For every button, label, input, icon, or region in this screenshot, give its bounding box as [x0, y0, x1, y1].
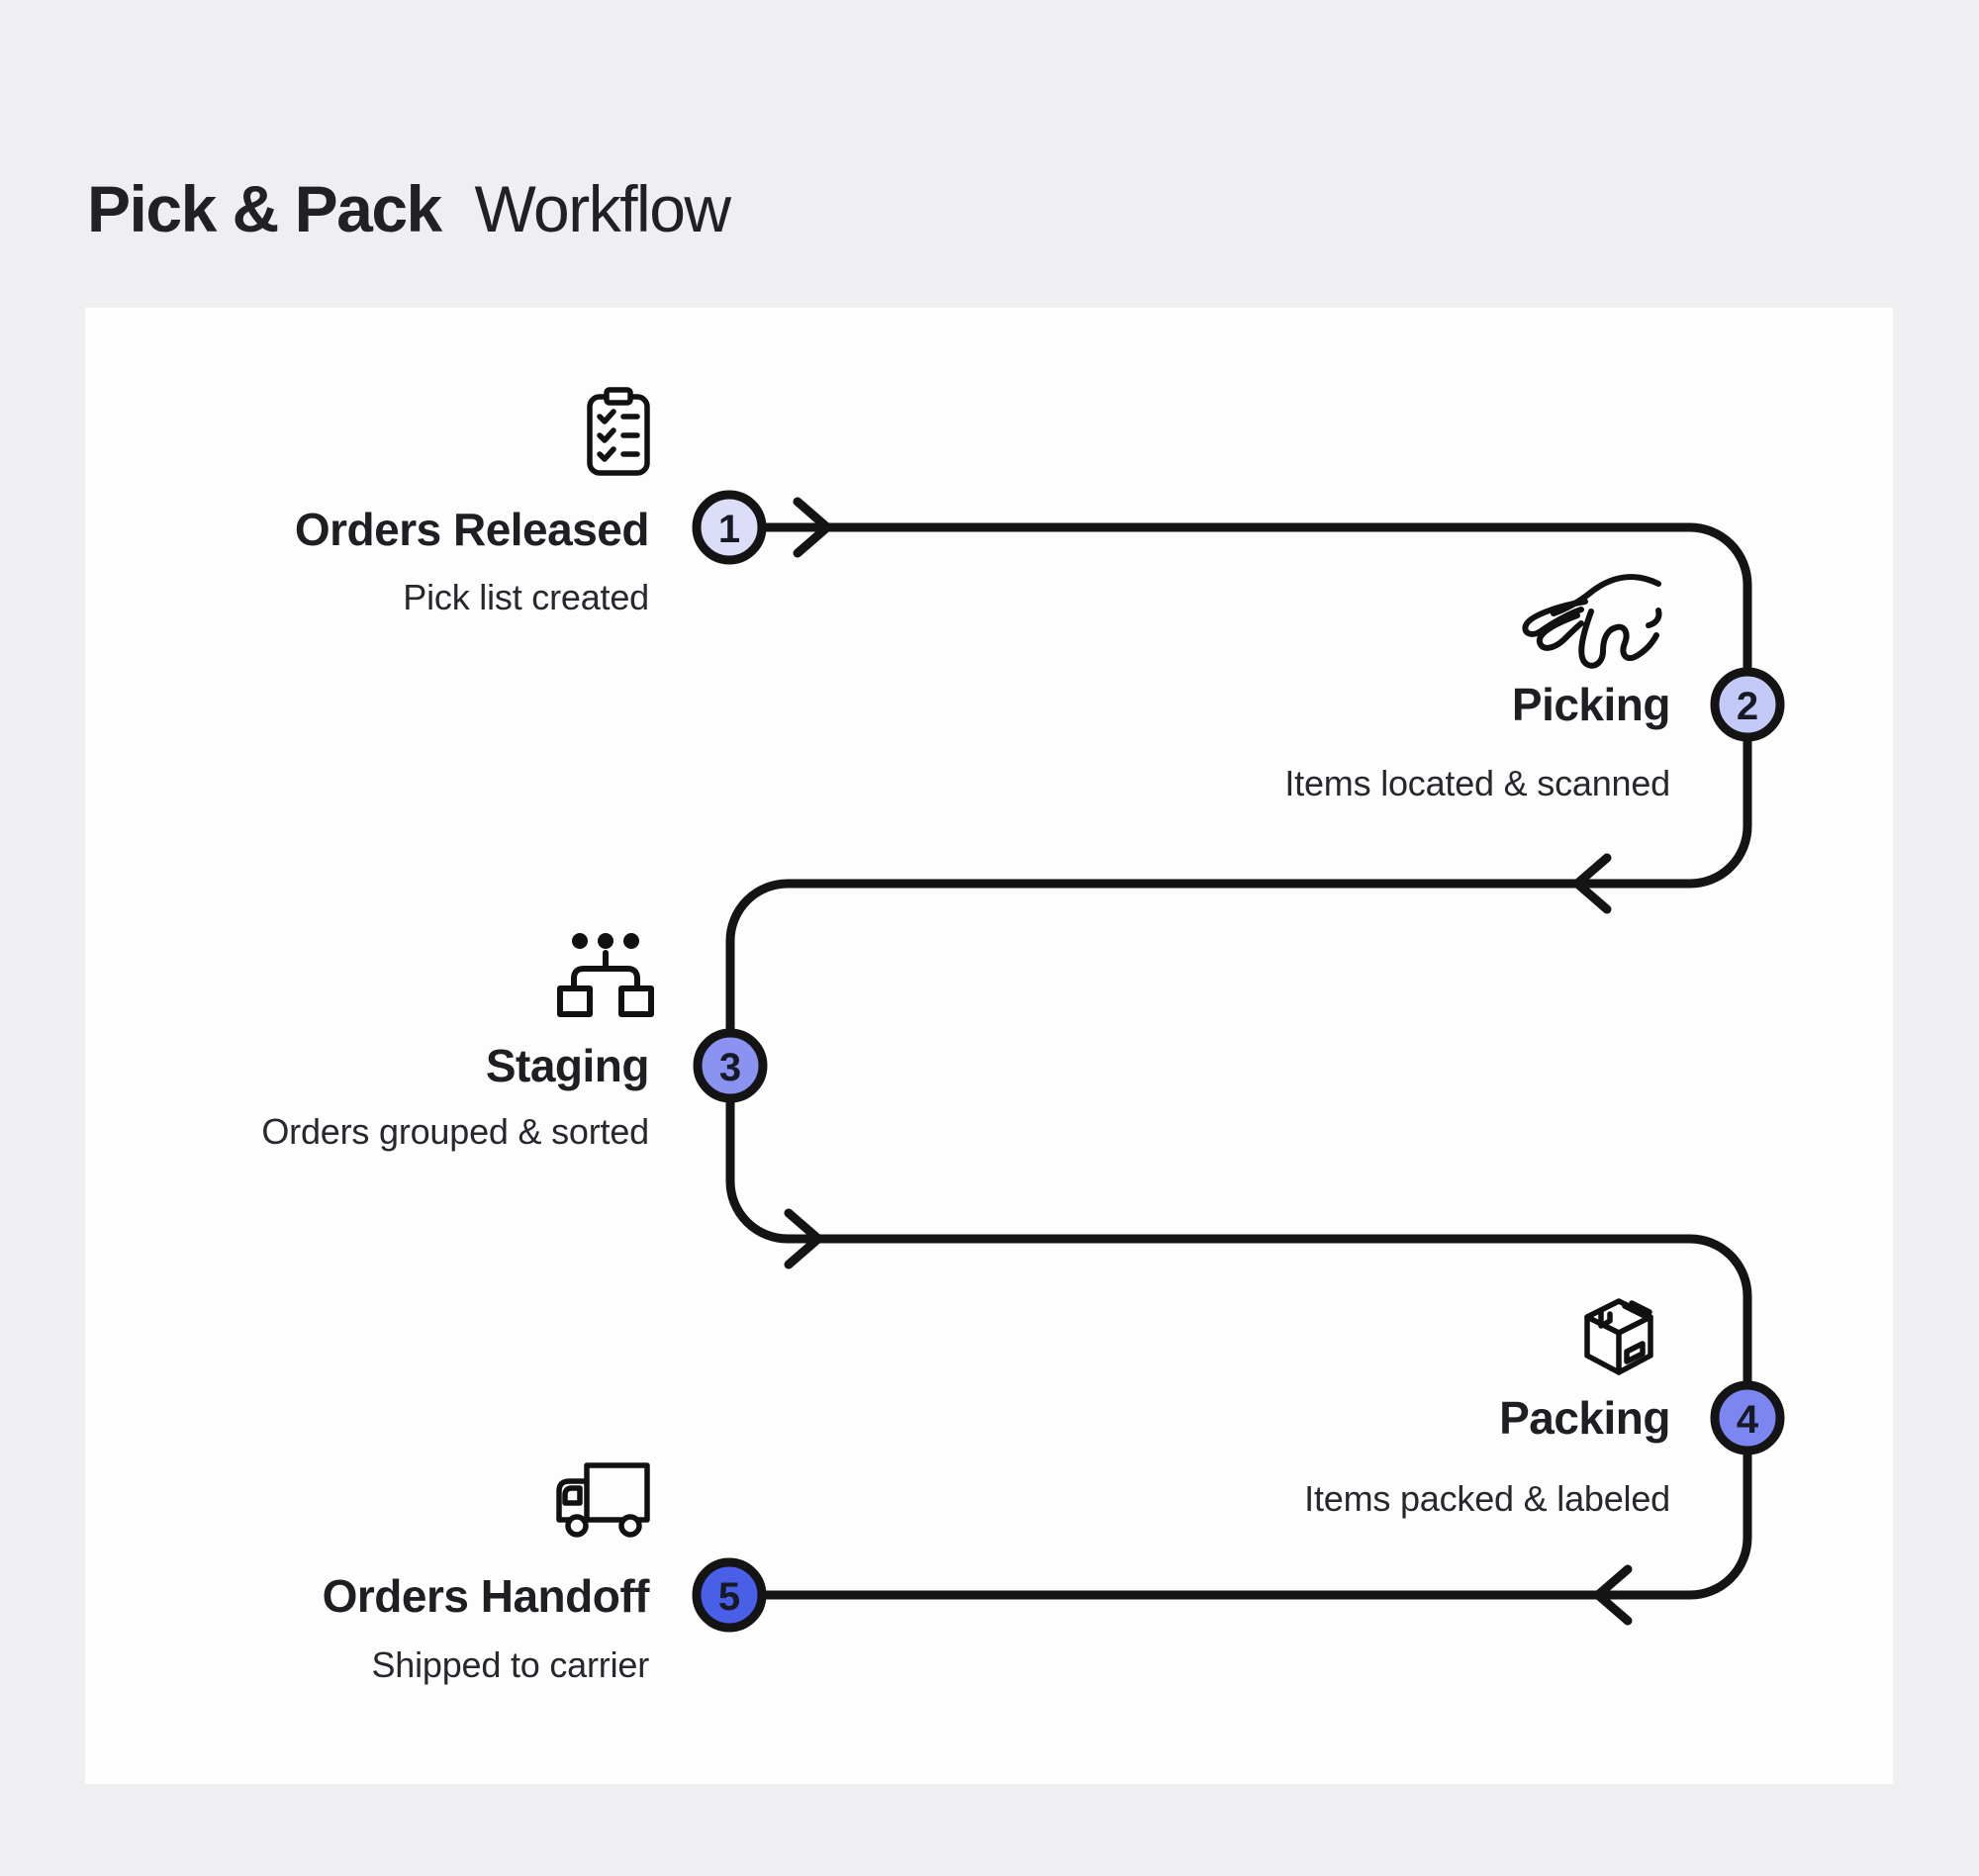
step-badge-5: 5 [692, 1557, 767, 1633]
step-badge-2: 2 [1710, 667, 1785, 742]
delivery-truck-icon [556, 1462, 650, 1538]
step-5-subtitle: Shipped to carrier [371, 1644, 649, 1685]
package-box-icon [1584, 1298, 1653, 1375]
step-3-subtitle: Orders grouped & sorted [261, 1111, 649, 1152]
step-2-title: Picking [1511, 679, 1671, 730]
page-title-regular-text: Workflow [474, 172, 731, 245]
hierarchy-sort-icon [557, 933, 654, 1017]
step-badge-2-number: 2 [1737, 685, 1758, 728]
step-2-subtitle: Items located & scanned [1284, 763, 1670, 803]
diagram-card [85, 308, 1893, 1784]
step-badge-1: 1 [692, 490, 767, 565]
step-badge-4-number: 4 [1737, 1398, 1759, 1442]
step-1-title: Orders Released [294, 504, 650, 555]
flow-arrow-right-3 [784, 1208, 823, 1269]
step-badge-5-number: 5 [718, 1575, 740, 1619]
step-badge-4: 4 [1710, 1380, 1785, 1455]
flow-arrow-left-2 [1572, 853, 1612, 914]
picking-hand-icon [1522, 574, 1662, 669]
step-5-title: Orders Handoff [322, 1570, 650, 1622]
page-title: Pick & Pack Workflow [87, 172, 731, 245]
step-4-title: Packing [1499, 1392, 1670, 1444]
step-badge-3: 3 [693, 1028, 768, 1103]
flow-arrow-right-1 [793, 497, 832, 558]
step-4-subtitle: Items packed & labeled [1304, 1478, 1670, 1519]
page-title-bold: Pick & Pack [87, 172, 442, 245]
step-badge-3-number: 3 [719, 1046, 741, 1089]
checklist-clipboard-icon [587, 387, 650, 476]
step-1-subtitle: Pick list created [403, 577, 649, 617]
step-badge-1-number: 1 [718, 508, 740, 551]
flow-arrow-left-4 [1593, 1564, 1633, 1626]
step-3-title: Staging [485, 1040, 650, 1091]
